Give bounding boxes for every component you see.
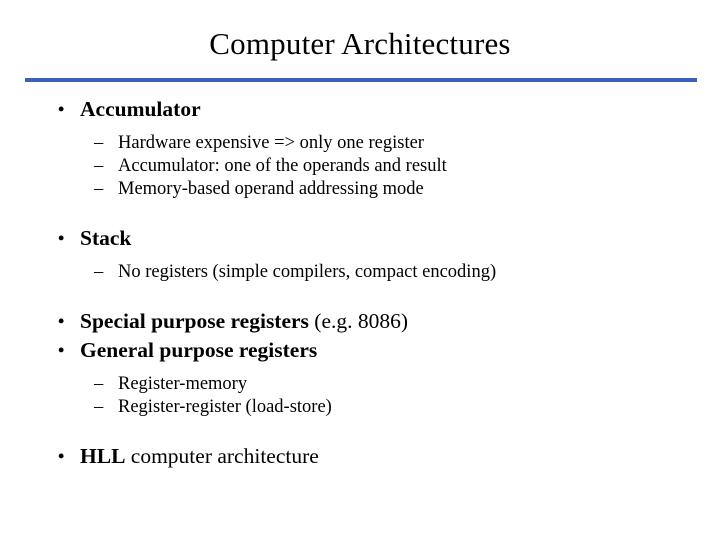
sub-item-text: No registers (simple compilers, compact … bbox=[118, 262, 497, 282]
sub-item-text: Memory-based operand addressing mode bbox=[118, 179, 424, 199]
bullet-text: HLL bbox=[80, 444, 126, 468]
bullet-glyph-icon: • bbox=[58, 311, 65, 331]
bullet-item-special-purpose-registers: • Special purpose registers (e.g. 8086) bbox=[28, 308, 698, 335]
sub-item-text: Register-memory bbox=[118, 374, 248, 394]
spacer bbox=[28, 419, 698, 432]
sub-item-text: Accumulator: one of the operands and res… bbox=[118, 156, 447, 176]
bullet-item-accumulator: • Accumulator bbox=[28, 96, 698, 123]
dash-glyph-icon: – bbox=[94, 156, 104, 176]
sub-item-accumulator-operands: – Accumulator: one of the operands and r… bbox=[28, 155, 698, 178]
sub-item-memory-based-addressing: – Memory-based operand addressing mode bbox=[28, 178, 698, 201]
bullet-item-general-purpose-registers: • General purpose registers bbox=[28, 337, 698, 364]
bullet-text: Accumulator bbox=[80, 97, 201, 121]
sub-item-no-registers: – No registers (simple compilers, compac… bbox=[28, 261, 698, 284]
dash-glyph-icon: – bbox=[94, 133, 104, 153]
spacer bbox=[28, 201, 698, 214]
spacer bbox=[28, 364, 698, 373]
bullet-glyph-icon: • bbox=[58, 446, 65, 466]
spacer bbox=[28, 123, 698, 132]
dash-glyph-icon: – bbox=[94, 262, 104, 282]
bullet-glyph-icon: • bbox=[58, 99, 65, 119]
bullet-text: General purpose registers bbox=[80, 338, 318, 362]
bullet-text: Special purpose registers bbox=[80, 309, 309, 333]
slide-body: • Accumulator – Hardware expensive => on… bbox=[28, 96, 698, 470]
sub-item-hardware-expensive: – Hardware expensive => only one registe… bbox=[28, 132, 698, 155]
sub-item-text: Register-register (load-store) bbox=[118, 397, 332, 417]
bullet-text-tail: computer architecture bbox=[125, 444, 319, 468]
page-title: Computer Architectures bbox=[209, 26, 511, 61]
spacer bbox=[28, 284, 698, 297]
dash-glyph-icon: – bbox=[94, 374, 104, 394]
title-divider bbox=[25, 78, 697, 82]
spacer bbox=[28, 252, 698, 261]
sub-item-text: Hardware expensive => only one register bbox=[118, 133, 424, 153]
bullet-glyph-icon: • bbox=[58, 340, 65, 360]
bullet-text-tail: (e.g. 8086) bbox=[308, 309, 409, 333]
dash-glyph-icon: – bbox=[94, 397, 104, 417]
dash-glyph-icon: – bbox=[94, 179, 104, 199]
sub-item-register-memory: – Register-memory bbox=[28, 373, 698, 396]
bullet-glyph-icon: • bbox=[58, 228, 65, 248]
bullet-item-hll-architecture: • HLL computer architecture bbox=[28, 443, 698, 470]
bullet-item-stack: • Stack bbox=[28, 225, 698, 252]
bullet-text: Stack bbox=[80, 226, 132, 250]
sub-item-register-register: – Register-register (load-store) bbox=[28, 396, 698, 419]
